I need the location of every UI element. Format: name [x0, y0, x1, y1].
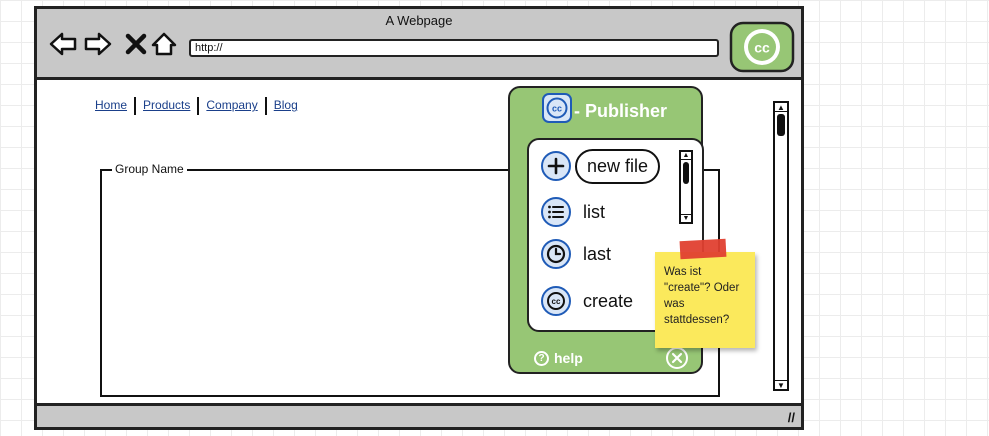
sticky-note-text: Was ist "create"? Oder was stattdessen? — [664, 266, 740, 326]
creative-commons-icon: cc — [729, 21, 795, 73]
page-scrollbar[interactable]: ▲ ▼ — [773, 101, 789, 391]
menu-item-last[interactable]: last — [541, 238, 611, 270]
forward-button[interactable] — [84, 31, 112, 57]
menu-item-label: create — [583, 290, 634, 311]
cc-logo: cc — [729, 21, 795, 73]
scroll-up-arrow-icon[interactable]: ▲ — [681, 152, 691, 160]
nav-divider — [134, 97, 137, 115]
stop-button[interactable] — [125, 31, 147, 57]
menu-item-list[interactable]: list — [541, 196, 605, 228]
clock-icon — [541, 239, 571, 269]
help-label: help — [554, 350, 583, 366]
window-title: A Webpage — [385, 13, 453, 28]
title-bar: A Webpage cc — [37, 9, 801, 80]
cc-icon: cc — [542, 93, 572, 123]
home-icon — [151, 32, 177, 56]
back-button[interactable] — [49, 31, 77, 57]
publisher-title: - Publisher — [574, 100, 668, 121]
menu-item-create[interactable]: cc create — [541, 285, 633, 317]
nav-link-home[interactable]: Home — [95, 98, 128, 113]
cc-icon: cc — [541, 286, 571, 316]
scroll-thumb[interactable] — [683, 162, 689, 184]
close-icon — [671, 352, 683, 364]
status-bar: // — [37, 403, 801, 427]
top-nav: Home Products Company Blog — [95, 97, 298, 115]
menu-item-label: new file — [575, 148, 661, 184]
forward-arrow-icon — [84, 32, 112, 56]
menu-item-label: list — [583, 201, 605, 222]
group-label: Group Name — [112, 162, 187, 176]
nav-link-products[interactable]: Products — [143, 98, 191, 113]
question-icon: ? — [534, 350, 549, 366]
nav-link-company[interactable]: Company — [206, 98, 258, 113]
scroll-thumb[interactable] — [777, 114, 785, 136]
url-input[interactable] — [189, 39, 719, 57]
back-arrow-icon — [49, 32, 77, 56]
close-x-icon — [125, 33, 147, 55]
help-button[interactable]: ? help — [534, 350, 583, 366]
scroll-up-arrow-icon[interactable]: ▲ — [775, 103, 787, 112]
publisher-scrollbar[interactable]: ▲ ▼ — [679, 150, 693, 224]
svg-text:cc: cc — [754, 40, 770, 56]
nav-divider — [197, 97, 200, 115]
menu-item-label: last — [583, 243, 612, 264]
publisher-header: cc - Publisher — [542, 92, 667, 124]
menu-item-new-file[interactable]: new file — [541, 148, 661, 184]
nav-link-blog[interactable]: Blog — [273, 98, 298, 113]
svg-text:cc: cc — [552, 104, 562, 114]
sticky-note: Was ist "create"? Oder was stattdessen? — [655, 252, 755, 348]
scroll-down-arrow-icon[interactable]: ▼ — [681, 214, 691, 222]
plus-icon — [541, 151, 571, 181]
close-button[interactable] — [666, 347, 688, 369]
list-icon — [541, 197, 571, 227]
nav-divider — [264, 97, 267, 115]
scroll-down-arrow-icon[interactable]: ▼ — [775, 380, 787, 390]
resize-grip-icon[interactable]: // — [787, 410, 795, 425]
home-button[interactable] — [151, 31, 177, 57]
svg-text:cc: cc — [552, 297, 561, 306]
tape-decoration — [679, 238, 727, 260]
